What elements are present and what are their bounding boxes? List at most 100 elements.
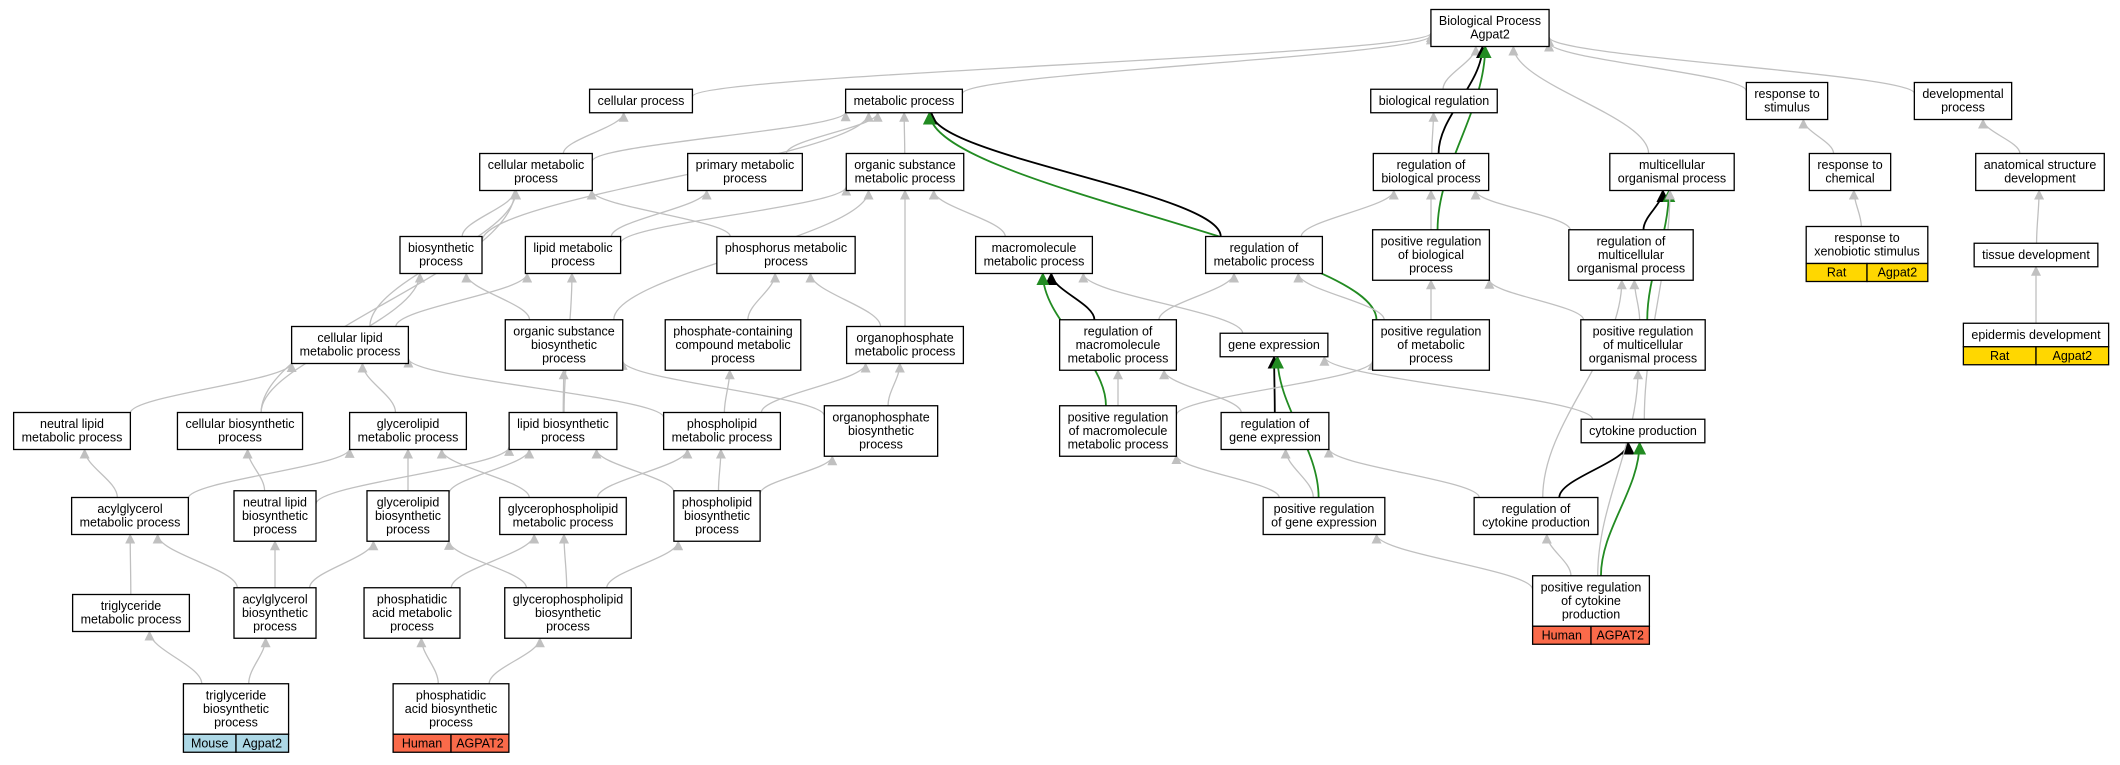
node-box <box>182 683 290 735</box>
node-label-line: of metabolic <box>1397 338 1464 352</box>
edge-posregmult-to-regmult <box>1629 279 1641 320</box>
edge-posregcyt-to-posregmult <box>1597 369 1644 576</box>
go-term-node-cytprod[interactable]: cytokine production <box>1580 418 1706 444</box>
node-label-line: response to <box>1817 158 1882 172</box>
go-term-node-bioreg[interactable]: biological regulation <box>1370 88 1498 114</box>
edge-gphlbio-to-gphlmet <box>558 533 569 588</box>
node-label-line: glycerolipid <box>377 417 440 431</box>
go-term-node-tissue[interactable]: tissue development <box>1973 242 2099 268</box>
node-label-line: glycerophospholipid <box>513 592 624 606</box>
node-box <box>1371 319 1491 371</box>
node-label-line: metabolic process <box>358 431 459 445</box>
node-label-line: of gene expression <box>1271 516 1377 530</box>
edge-tribio-to-acylbio <box>248 637 271 684</box>
node-label-line: multicellular <box>1598 248 1664 262</box>
node-box <box>1805 225 1929 265</box>
node-label-line: metabolic process <box>855 172 956 186</box>
go-term-node-geneexp[interactable]: gene expression <box>1219 332 1329 358</box>
node-label-line: cellular metabolic <box>488 158 585 172</box>
edge-phlmet-to-phoscont <box>723 369 735 413</box>
node-label-line: process <box>419 255 463 269</box>
go-term-node-cellproc[interactable]: cellular process <box>588 88 694 114</box>
node-box <box>1973 242 2099 268</box>
node-label-line: regulation of <box>1397 158 1466 172</box>
node-label-line: process <box>514 172 558 186</box>
node-label-line: response to <box>1754 87 1819 101</box>
node-label-line: phosphate-containing <box>673 324 793 338</box>
edge-acylmet-to-neutlipmet <box>79 448 119 498</box>
node-box <box>1058 319 1178 371</box>
go-term-node-metab[interactable]: metabolic process <box>844 88 964 114</box>
node-label-line: metabolic process <box>300 345 401 359</box>
node-box <box>504 319 624 371</box>
node-label-line: metabolic process <box>854 94 955 108</box>
species-tag-gene-cell <box>235 733 290 753</box>
node-label-line: cytokine production <box>1482 516 1590 530</box>
node-box <box>504 587 632 639</box>
node-box <box>348 411 468 451</box>
node-box <box>12 411 132 451</box>
node-label-line: cellular process <box>598 94 685 108</box>
node-box <box>399 235 483 275</box>
node-box <box>845 325 965 365</box>
node-label-line: response to <box>1834 231 1899 245</box>
edge-posregmet-to-regmet <box>1293 272 1385 320</box>
node-box <box>479 152 593 192</box>
node-box <box>1262 496 1386 536</box>
node-label-line: chemical <box>1825 172 1874 186</box>
node-label-line: positive regulation <box>1381 324 1482 338</box>
node-label-line: phosphorus metabolic <box>725 241 847 255</box>
node-label-line: process <box>859 437 903 451</box>
node-label-line: triglyceride <box>206 688 266 702</box>
